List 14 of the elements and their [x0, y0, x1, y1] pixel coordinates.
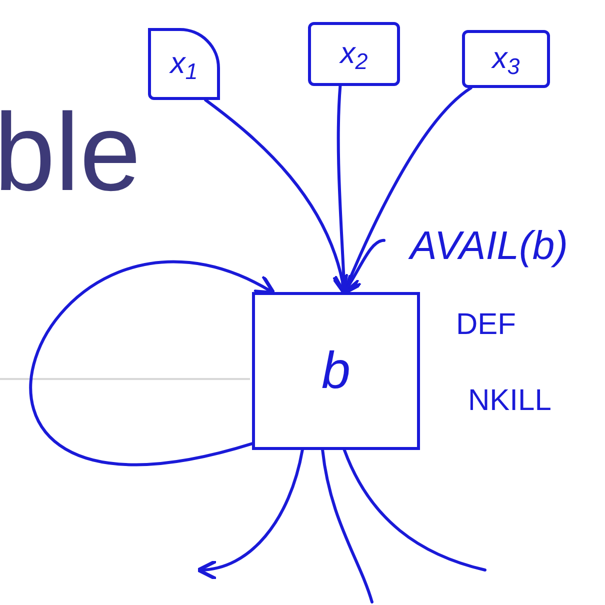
node-label: x$_{2}$	[340, 39, 368, 69]
arrow	[29, 260, 276, 464]
annotation-text: DEF	[456, 310, 516, 340]
variable-box	[148, 28, 220, 100]
node-label: b	[322, 345, 350, 397]
arrow	[196, 448, 304, 580]
variable-box	[462, 30, 550, 88]
node-label: x$_{3}$	[492, 44, 520, 74]
variable-box	[308, 22, 400, 86]
node-label: x$_{1}$	[170, 49, 198, 79]
annotation-text: NKILL	[468, 386, 552, 416]
block-box	[252, 292, 420, 450]
slide-title-text: ble	[0, 98, 141, 208]
annotation-text: AVAIL(b)	[384, 218, 594, 274]
